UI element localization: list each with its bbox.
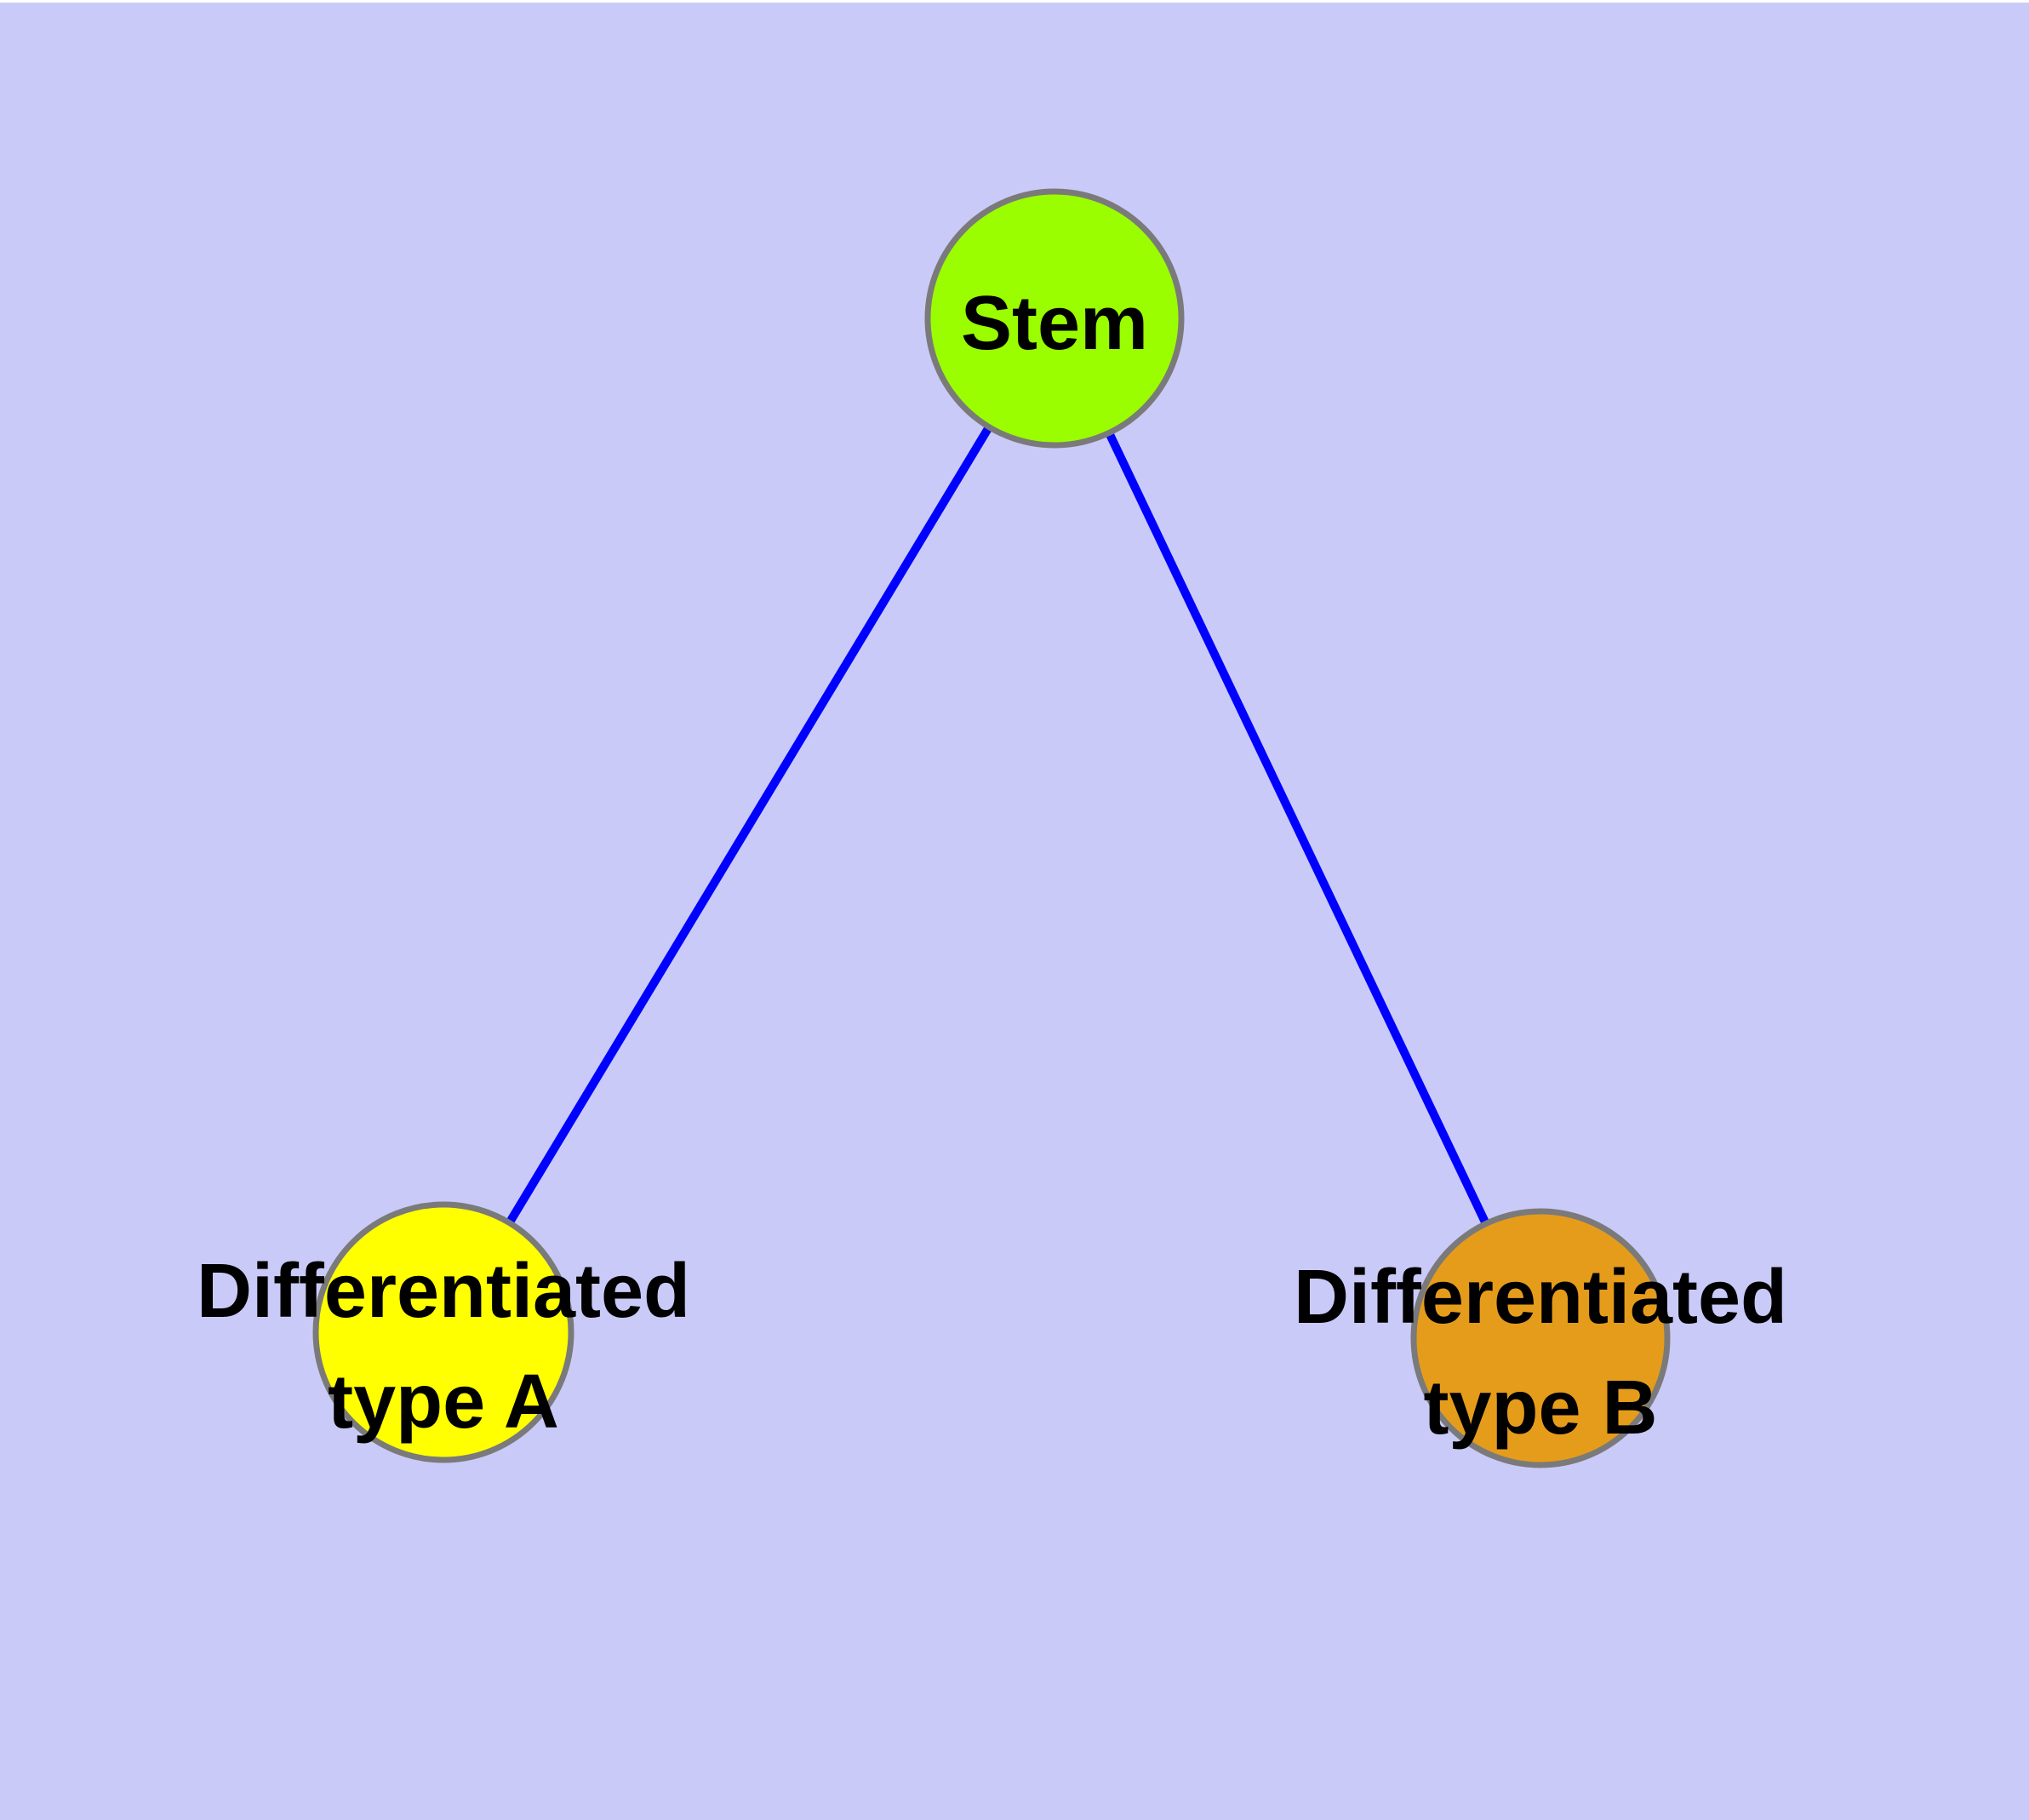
node-stem-label: Stem: [961, 281, 1148, 366]
node-differentiated-type-b: [1410, 1208, 1671, 1468]
window-top-edge: [0, 0, 2029, 3]
node-differentiated-type-a: [312, 1201, 574, 1463]
node-stem: [924, 188, 1185, 449]
edge-stem-to-differentiated-type-a: [439, 316, 1059, 1335]
node-differentiated-type-a-label-line1: Differentiated: [197, 1249, 690, 1334]
edge-stem-to-differentiated-type-b: [1050, 316, 1545, 1341]
node-differentiated-type-b-label-line2: type B: [1423, 1365, 1657, 1451]
node-differentiated-type-a-label-line2: type A: [328, 1359, 559, 1445]
node-differentiated-type-b-label-line1: Differentiated: [1294, 1255, 1787, 1340]
